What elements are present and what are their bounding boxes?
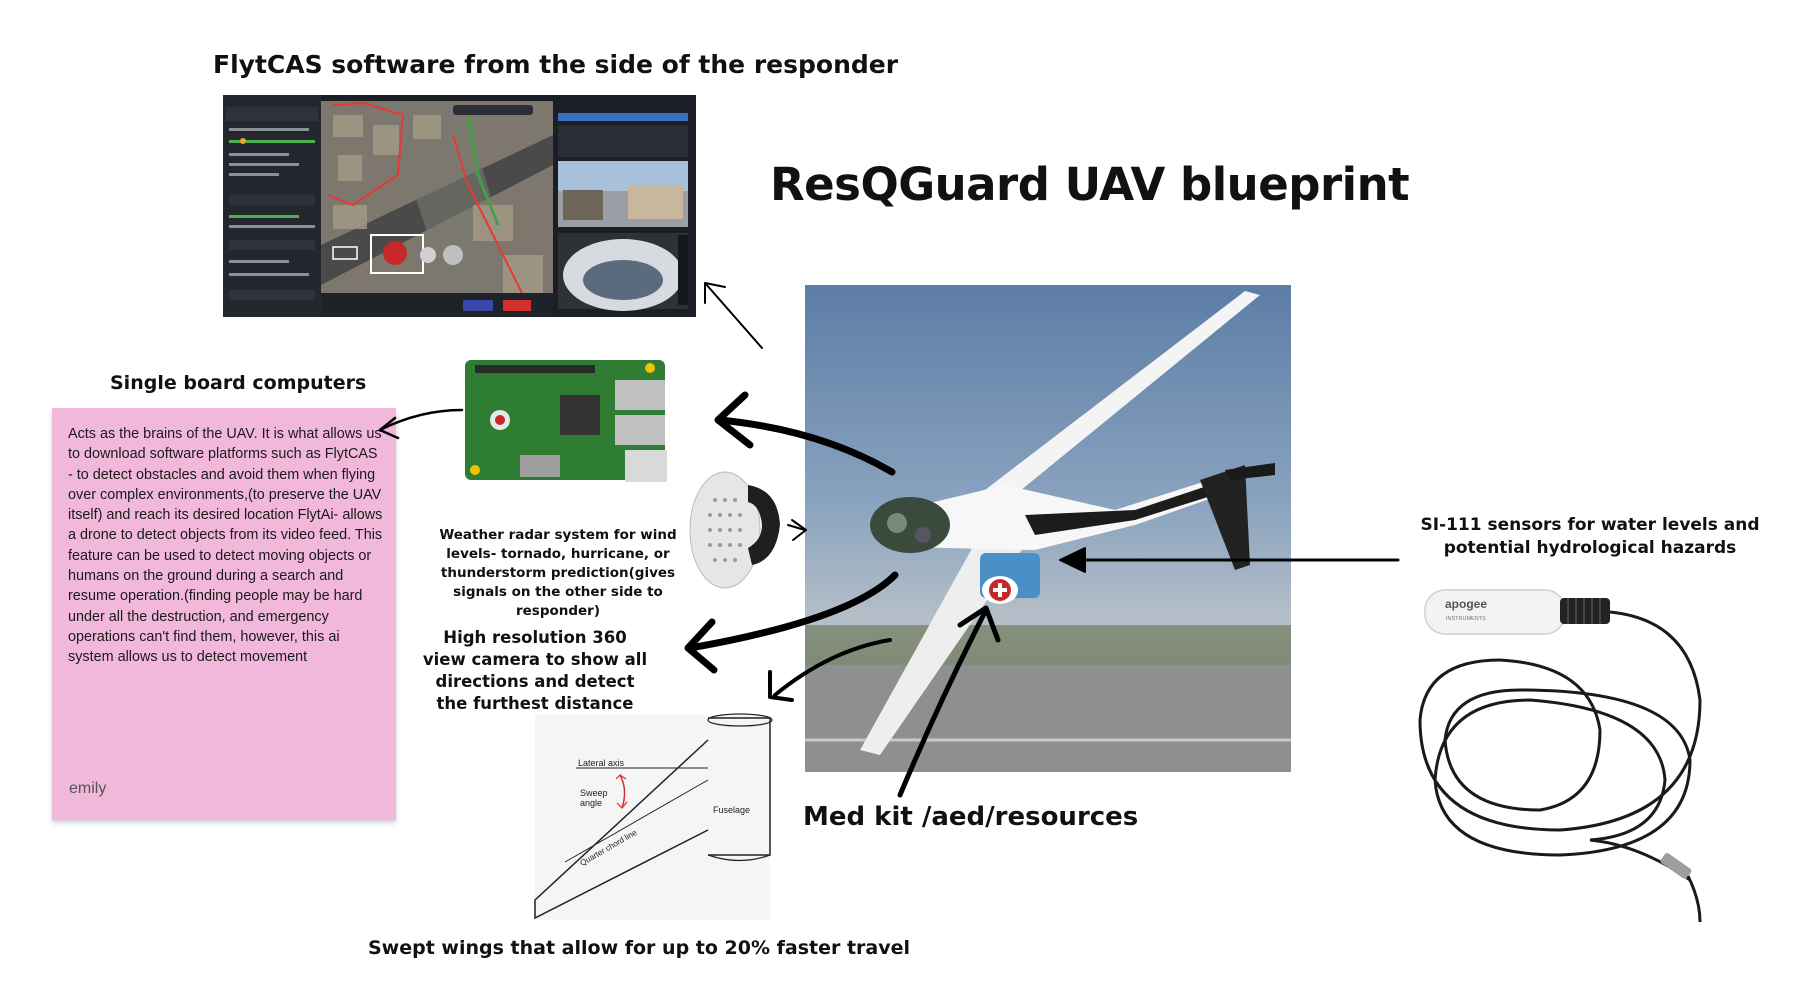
sensor-brand: apogee [1445,597,1487,611]
fuselage-label: Fuselage [713,805,750,815]
si-111-sensor-image: apogee INSTRUMENTS [1418,589,1702,923]
raspberry-pi-board [465,360,667,482]
swept-wing-diagram: Lateral axis Sweep angle Fuselage Quarte… [534,713,773,920]
sweep-angle-label-1: Sweep [580,788,608,798]
sticky-note-author: emily [69,780,107,797]
sensor-caption: SI-111 sensors for water levels and pote… [1420,515,1760,558]
sweep-angle-label-2: angle [580,798,602,808]
sticky-note [52,408,396,820]
drone-photo-graphic [805,285,1291,772]
swept-wings-caption: Swept wings that allow for up to 20% fas… [368,937,911,959]
sensor-brand-sub: INSTRUMENTS [1446,616,1486,622]
red-cross-icon [989,579,1011,601]
flytcas-screenshot [223,95,696,317]
flytcas-heading: FlytCAS software from the side of the re… [213,50,899,79]
medkit-caption: Med kit /aed/resources [803,802,1139,832]
sticky-note-text: Acts as the brains of the UAV. It is wha… [68,426,383,666]
hand-drawn-arrow-icon [378,282,1400,798]
page-title: ResQGuard UAV blueprint [770,158,1410,211]
sbc-heading: Single board computers [110,372,367,394]
lateral-axis-label: Lateral axis [578,758,625,768]
drone-photo [805,285,1291,772]
camera-caption: High resolution 360 view camera to show … [422,628,648,713]
weather-radar-device [689,471,780,589]
flytcas-screenshot-graphic [223,95,696,317]
weather-radar-caption: Weather radar system for wind levels- to… [439,527,677,619]
